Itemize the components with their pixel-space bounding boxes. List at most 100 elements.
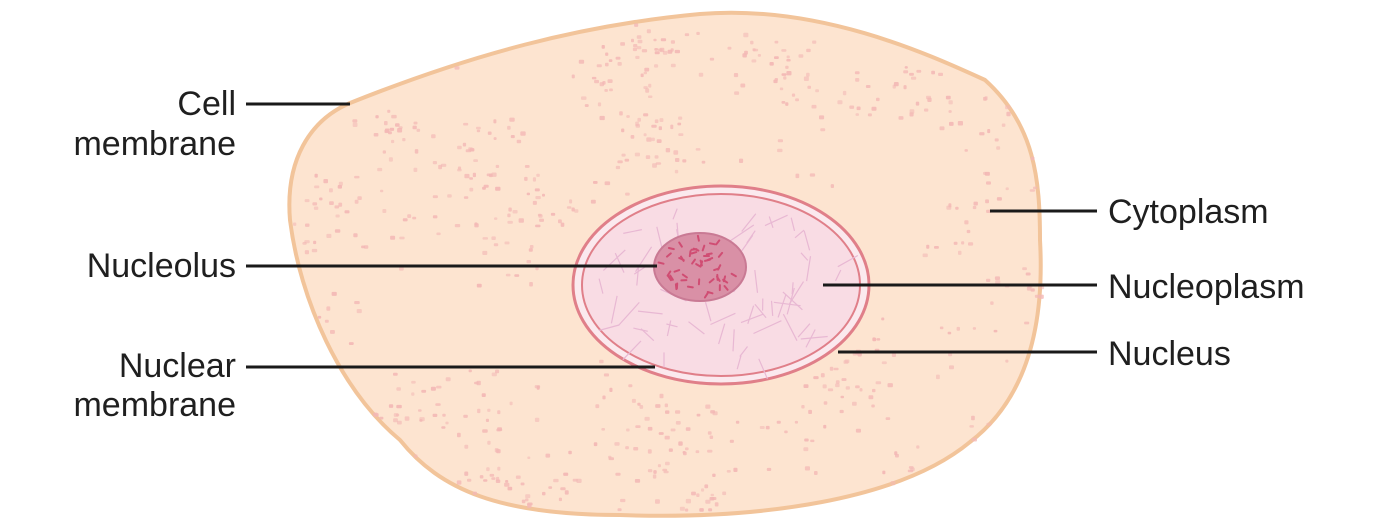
cytoplasm-granule [820,128,825,131]
cytoplasm-granule [784,431,788,434]
cytoplasm-granule [504,483,509,487]
cytoplasm-granule [527,504,531,508]
cytoplasm-granule [1005,105,1010,109]
cytoplasm-granule [491,477,495,480]
cytoplasm-granule [821,373,825,377]
cytoplasm-granule [463,123,468,126]
cytoplasm-granule [840,410,844,413]
cytoplasm-granule [505,242,510,245]
cytoplasm-granule [637,118,641,122]
cytoplasm-granule [625,159,630,162]
cytoplasm-granule [574,209,578,213]
cytoplasm-granule [909,466,914,469]
cytoplasm-granule [657,139,662,143]
cytoplasm-granule [652,138,655,142]
cytoplasm-granule [701,488,704,491]
cytoplasm-granule [675,158,679,162]
cytoplasm-granule [646,137,651,141]
cytoplasm-granule [615,473,620,476]
cytoplasm-granule [985,96,988,100]
cytoplasm-granule [635,425,640,428]
cytoplasm-granule [412,217,416,220]
cytoplasm-granule [494,137,497,140]
cytoplasm-granule [643,113,648,116]
cytoplasm-granule [753,49,758,52]
cytoplasm-granule [696,450,700,453]
cytoplasm-granule [473,159,478,162]
cytoplasm-granule [551,213,555,216]
cytoplasm-granule [482,251,487,255]
cytoplasm-granule [815,89,819,92]
cytoplasm-granule [413,126,417,130]
cytoplasm-granule [785,102,788,106]
cytoplasm-granule [1030,189,1035,192]
nucleolus-granule [701,261,702,266]
cytoplasm-granule [546,454,551,458]
cytoplasm-granule [949,100,953,104]
cytoplasm-granule [831,184,834,188]
cytoplasm-granule [326,234,331,238]
cytoplasm-granule [949,122,954,126]
cytoplasm-granule [517,140,521,144]
cytoplasm-granule [665,410,669,414]
cytoplasm-granule [457,169,462,172]
cytoplasm-granule [908,470,913,473]
cytoplasm-granule [565,490,569,494]
cytoplasm-granule [752,59,757,62]
cytoplasm-granule [949,365,954,369]
cytoplasm-granule [965,149,968,152]
cytoplasm-granule [511,135,515,138]
cytoplasm-granule [604,373,609,376]
cytoplasm-granule [946,96,951,100]
cytoplasm-granule [882,471,885,475]
cytoplasm-granule [971,416,975,421]
cytoplasm-granule [330,330,335,334]
cytoplasm-granule [609,457,614,460]
cytoplasm-granule [633,447,638,451]
cytoplasm-granule [967,230,971,233]
cytoplasm-granule [411,392,414,395]
cytoplasm-granule [655,119,659,123]
cytoplasm-granule [431,134,436,138]
cytoplasm-granule [979,132,984,135]
cytoplasm-granule [497,410,500,414]
cytoplasm-granule [336,215,340,218]
cytoplasm-granule [808,410,812,414]
cytoplasm-granule [633,44,637,47]
cytoplasm-granule [391,115,397,119]
cytoplasm-granule [638,40,643,44]
cytoplasm-granule [487,441,490,445]
cytoplasm-granule [675,50,680,53]
cytoplasm-granule [696,32,700,35]
cytoplasm-granule [682,159,686,162]
cytoplasm-granule [441,426,445,429]
cytoplasm-granule [728,47,732,50]
cytoplasm-granule [535,418,539,422]
cytoplasm-granule [375,115,378,118]
nucleolus-granule [688,287,693,288]
cytoplasm-granule [972,438,977,442]
cytoplasm-granule [433,195,438,198]
cytoplasm-granule [533,201,537,205]
cytoplasm-granule [795,98,799,101]
cytoplasm-granule [1031,288,1035,291]
cytoplasm-granule [828,388,833,391]
cytoplasm-granule [487,174,492,177]
cytoplasm-granule [655,499,660,503]
cytoplasm-granule [876,381,882,384]
cytoplasm-granule [640,405,644,409]
cytoplasm-granule [663,51,668,55]
cytoplasm-granule [467,479,471,482]
cytoplasm-granule [872,338,876,342]
cytoplasm-granule [648,96,652,99]
cytoplasm-granule [304,240,309,243]
cytoplasm-granule [869,395,874,399]
cytoplasm-granule [803,447,808,451]
cytoplasm-granule [680,507,685,511]
cytoplasm-granule [868,113,872,116]
cytoplasm-granule [659,432,664,435]
cytoplasm-granule [536,174,540,177]
cytoplasm-granule [708,431,712,435]
cytoplasm-granule [389,157,393,161]
cytoplasm-granule [325,320,329,323]
